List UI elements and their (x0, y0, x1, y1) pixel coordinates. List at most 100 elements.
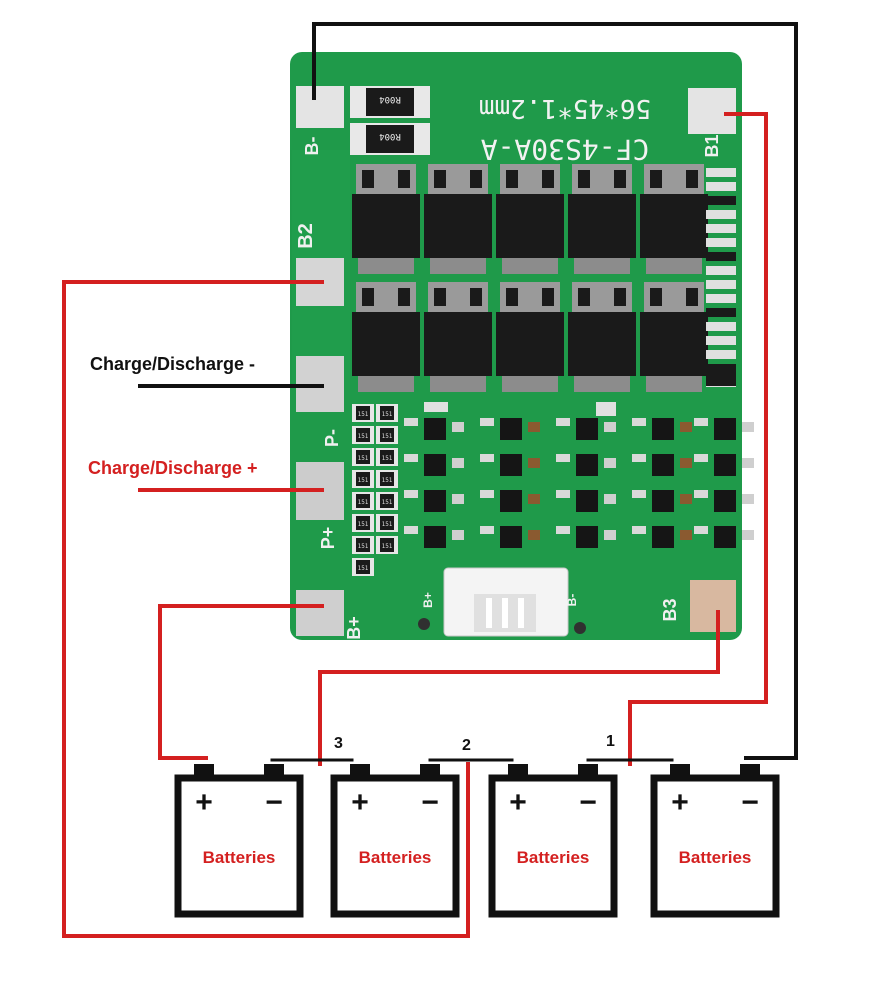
mosfet-tab-slot (398, 170, 410, 188)
ic-cell (556, 526, 616, 548)
ic-capacitor (452, 530, 464, 540)
mosfet-tab-slot (650, 170, 662, 188)
ic-cell (556, 418, 616, 440)
smd-top-chip (424, 402, 448, 412)
ic-cell (632, 526, 692, 548)
ic-cell (480, 526, 540, 548)
smd-151-core (356, 494, 370, 508)
mosfet-tab-slot (614, 288, 626, 306)
mosfet-2-3 (496, 282, 564, 392)
smd-chip-right (706, 322, 736, 331)
balance-connector: B+ B- (418, 567, 586, 637)
mosfet-tab-slot (470, 170, 482, 188)
mosfet-tab-slot (506, 288, 518, 306)
ic-chip (652, 526, 674, 548)
connector-label-b-minus: B- (565, 594, 579, 607)
ic-cell (632, 490, 692, 512)
smd-151-code: 151 (358, 543, 369, 550)
mount-hole-right (574, 622, 586, 634)
ic-capacitor (604, 530, 616, 540)
pad-label-b3: B3 (660, 598, 680, 621)
mosfet-tab-slot (362, 170, 374, 188)
connector-pin-1 (486, 598, 492, 628)
ic-resistor (632, 490, 646, 498)
mount-hole-left (418, 618, 430, 630)
battery-plus-sign: + (509, 786, 527, 819)
battery-label: Batteries (359, 848, 432, 867)
ic-chip (424, 490, 446, 512)
sense-resistors: R004 R004 (350, 86, 430, 155)
mosfet-tab-slot (578, 170, 590, 188)
battery-label: Batteries (203, 848, 276, 867)
smd-151-code: 151 (382, 455, 393, 462)
mosfet-tab-slot (542, 288, 554, 306)
node-number-1: 1 (606, 733, 615, 750)
ic-resistor (480, 490, 494, 498)
smd-151: 151 (352, 492, 374, 510)
smd-151-code: 151 (358, 411, 369, 418)
node-number-2: 2 (462, 737, 471, 754)
battery-plus-sign: + (195, 786, 213, 819)
ic-capacitor (452, 494, 464, 504)
mosfet-body (352, 312, 420, 376)
battery-minus-sign: − (741, 786, 759, 819)
mosfet-body (568, 194, 636, 258)
smd-chip-right (706, 266, 736, 275)
mosfet-tab-slot (650, 288, 662, 306)
mosfet-leads (502, 376, 558, 392)
ic-resistor (404, 418, 418, 426)
ic-resistor (480, 526, 494, 534)
battery-3: +−Batteries (488, 764, 618, 918)
ic-capacitor (742, 422, 754, 432)
smd-151-core (356, 472, 370, 486)
pad-label-b2: B2 (295, 223, 317, 249)
mosfet-leads (502, 258, 558, 274)
smd-151: 151 (376, 514, 398, 532)
ic-cell (694, 526, 754, 548)
pad-label-b1: B1 (702, 134, 722, 157)
battery-body (650, 774, 780, 918)
connector-pin-3 (518, 598, 524, 628)
smd-chip-right (706, 350, 736, 359)
ic-cell (632, 454, 692, 476)
smd-151: 151 (352, 536, 374, 554)
ic-resistor (480, 418, 494, 426)
smd-151: 151 (376, 426, 398, 444)
mosfet-body (352, 194, 420, 258)
smd-151-code: 151 (358, 565, 369, 572)
mosfet-1-3 (496, 164, 564, 274)
mosfet-tab-slot (686, 288, 698, 306)
battery-row: +−Batteries+−Batteries+−Batteries+−Batte… (174, 764, 780, 918)
pad-b-minus (296, 86, 344, 128)
smd-diode-right (706, 370, 736, 386)
ic-capacitor (604, 422, 616, 432)
mosfet-tab-slot (434, 170, 446, 188)
resistor-code-bottom: R004 (379, 131, 401, 141)
mosfet-body (424, 312, 492, 376)
smd-151-core (380, 406, 394, 420)
ic-capacitor (742, 494, 754, 504)
ic-chip (714, 454, 736, 476)
mosfet-tab-slot (578, 288, 590, 306)
ic-capacitor (528, 494, 540, 504)
ic-cell (404, 526, 464, 548)
smd-151-core (356, 406, 370, 420)
smd-151-code: 151 (358, 433, 369, 440)
ic-cell (694, 418, 754, 440)
wire-b-minus (312, 22, 798, 760)
pad-b-plus (296, 590, 344, 636)
battery-4: +−Batteries (650, 764, 780, 918)
ic-resistor (556, 490, 570, 498)
mosfet-leads (574, 376, 630, 392)
smd-151: 151 (376, 448, 398, 466)
wiring (62, 22, 798, 938)
board-silkscreen: 56*45*1.2mm CF-4S30A-A (479, 93, 651, 166)
mosfet-array (352, 164, 708, 392)
pad-b3 (690, 580, 736, 632)
ic-chip (714, 526, 736, 548)
smd-151-code: 151 (358, 477, 369, 484)
wire-b2 (62, 280, 470, 938)
